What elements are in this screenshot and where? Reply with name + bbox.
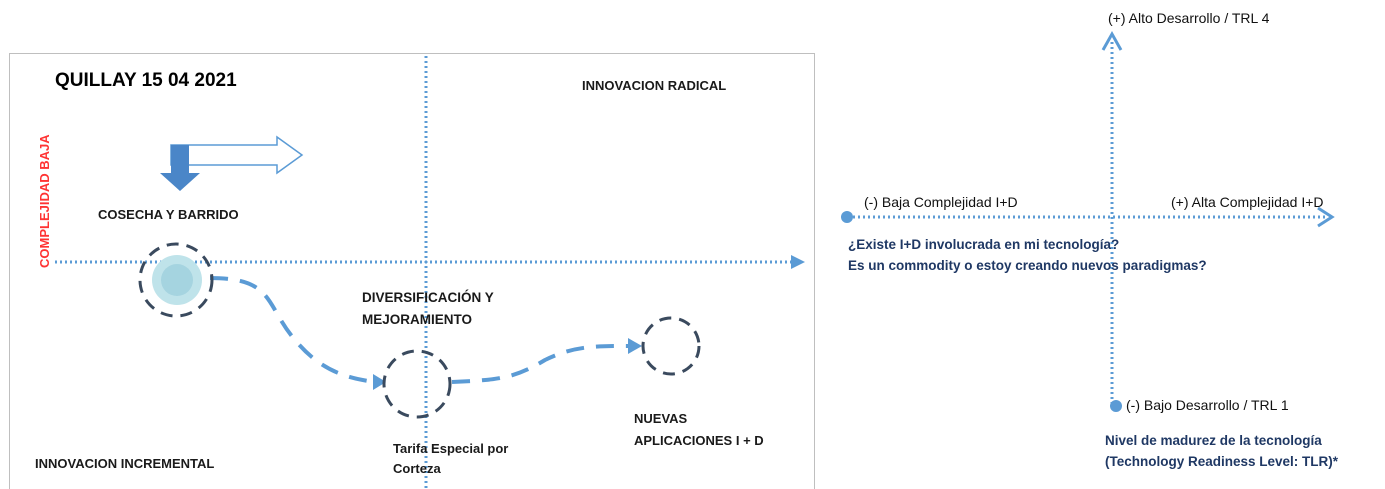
left-horizontal-axis-arrowhead (791, 255, 805, 269)
left-panel-frame (9, 53, 815, 489)
diversificacion-label-line2: MEJORAMIENTO (362, 312, 473, 327)
right-vertical-origin-dot (1110, 400, 1122, 412)
question-line1: ¿Existe I+D involucrada en mi tecnología… (848, 237, 1120, 252)
alta-complejidad-label: (+) Alta Complejidad I+D (1171, 194, 1324, 210)
tarifa-label-line2: Corteza (393, 461, 441, 476)
cosecha-bark-inner (161, 264, 193, 296)
cosecha-circle (138, 242, 214, 318)
right-horizontal-origin-dot (841, 211, 853, 223)
dashed-path-2 (451, 343, 631, 384)
baja-complejidad-label: (-) Baja Complejidad I+D (864, 194, 1018, 210)
nuevas-label-line1: NUEVAS (634, 411, 688, 426)
hollow-right-arrow (170, 135, 304, 175)
dashed-path-1-arrowhead (373, 374, 386, 390)
dashed-path-1 (209, 276, 376, 384)
innovacion-incremental-label: INNOVACION INCREMENTAL (35, 456, 215, 471)
right-horizontal-arrowhead (1317, 206, 1335, 228)
cosecha-label: COSECHA Y BARRIDO (98, 207, 239, 222)
madurez-line2: (Technology Readiness Level: TLR)* (1105, 454, 1339, 469)
bajo-desarrollo-label: (-) Bajo Desarrollo / TRL 1 (1126, 397, 1289, 413)
diagram-title: QUILLAY 15 04 2021 (55, 70, 237, 91)
nuevas-circle (641, 316, 701, 376)
complejidad-baja-label: COMPLEJIDAD BAJA (37, 134, 52, 268)
tarifa-label-line1: Tarifa Especial por (393, 441, 509, 456)
alto-desarrollo-label: (+) Alto Desarrollo / TRL 4 (1108, 10, 1270, 26)
innovacion-radical-label: INNOVACION RADICAL (582, 78, 727, 93)
tarifa-circle (382, 349, 452, 419)
bent-arrow-stem (171, 145, 189, 173)
right-vertical-arrowhead (1101, 30, 1123, 51)
diversificacion-label-line1: DIVERSIFICACIÓN Y (362, 290, 494, 305)
dashed-path-2-arrowhead (628, 338, 642, 354)
madurez-line1: Nivel de madurez de la tecnología (1105, 433, 1322, 448)
nuevas-label-line2: APLICACIONES I + D (634, 433, 764, 448)
bent-down-arrow (160, 165, 200, 191)
question-line2: Es un commodity o estoy creando nuevos p… (848, 258, 1207, 273)
